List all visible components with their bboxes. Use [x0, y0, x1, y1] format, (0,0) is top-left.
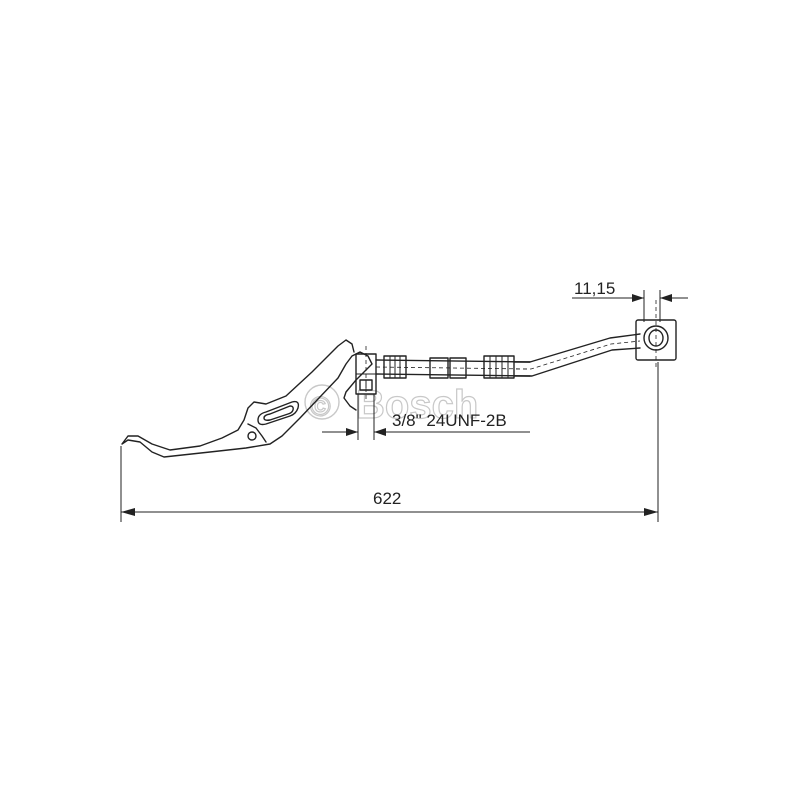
bracket-outline — [121, 339, 373, 458]
tube-upper-edge — [513, 333, 641, 363]
thread-dimension: 3/8" 24UNF-2B — [322, 394, 530, 440]
bracket-slot — [257, 400, 300, 426]
hose-ferrule-left — [429, 357, 449, 379]
banjo-eye-fitting — [635, 300, 677, 370]
thread-arrow-left — [346, 428, 358, 436]
bracket-inner-edge — [247, 423, 267, 443]
hose-bottom-edge — [375, 373, 531, 377]
length-arrow-left — [121, 508, 135, 516]
thread-spec-label: 3/8" 24UNF-2B — [392, 411, 507, 430]
brake-hose — [375, 355, 531, 379]
length-arrow-right — [644, 508, 658, 516]
copyright-symbol: © — [310, 391, 331, 422]
copyright-ring — [304, 384, 340, 420]
tube-centerline — [516, 340, 641, 370]
overall-length-label: 622 — [373, 489, 401, 508]
eye-offset-arrow-left — [632, 294, 644, 302]
eye-offset-label: 11,15 — [574, 279, 615, 298]
hose-top-edge — [375, 359, 531, 363]
thread-arrow-right — [374, 428, 386, 436]
tube-lower-edge — [513, 347, 641, 377]
hose-fitting-block — [355, 346, 377, 400]
mounting-bracket — [121, 339, 373, 458]
eye-offset-dimension: 11,15 — [572, 279, 688, 322]
bracket-bolt-hole — [247, 431, 257, 441]
hose-centerline — [375, 366, 531, 370]
eye-offset-arrow-right — [660, 294, 672, 302]
crimp-sleeve-2 — [483, 355, 515, 379]
overall-length-dimension: 622 — [120, 362, 659, 522]
bracket-slot-inner — [263, 405, 294, 421]
steel-tube — [513, 333, 641, 377]
hose-ferrule-right — [449, 357, 467, 379]
